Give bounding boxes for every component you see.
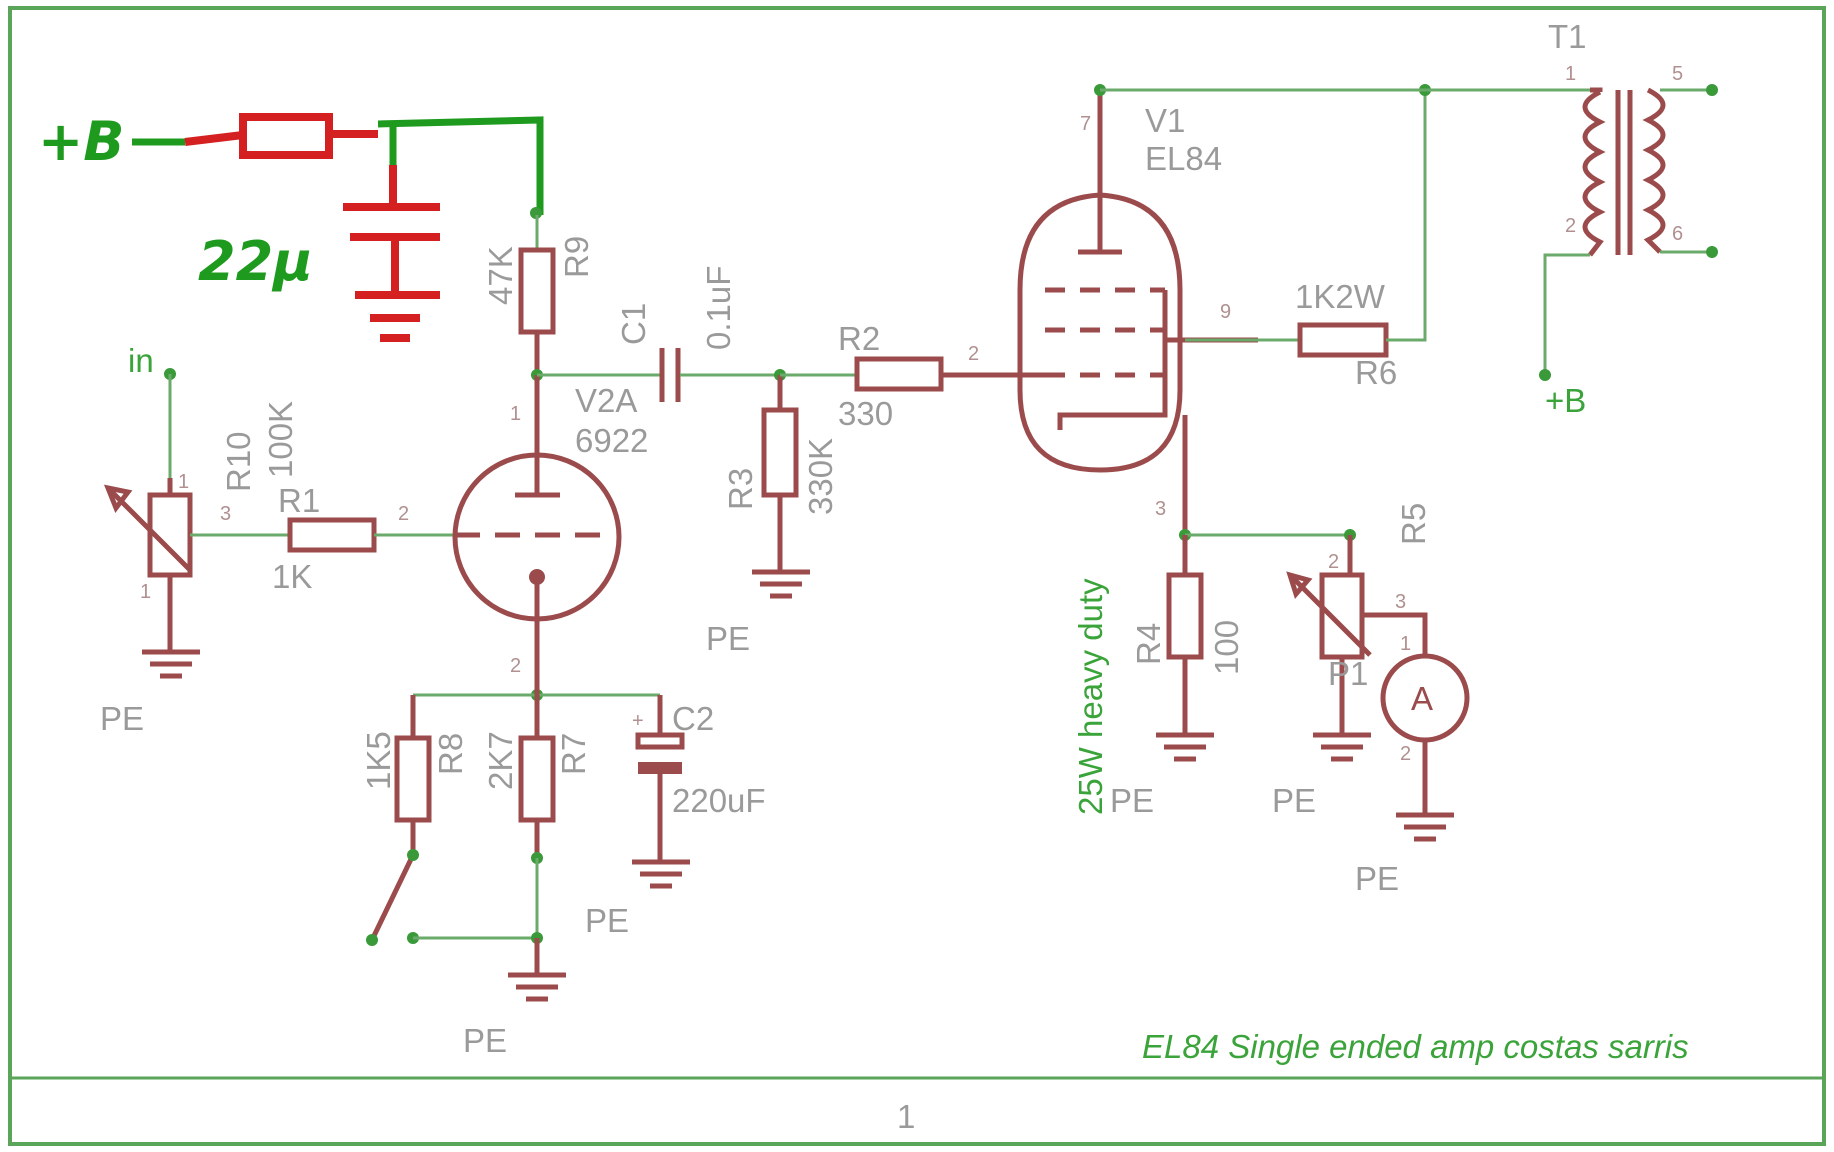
svg-text:5: 5 xyxy=(1672,63,1683,85)
handwritten-cap-value: 22μ xyxy=(198,230,313,293)
r9-resistor xyxy=(518,247,556,375)
r4-resistor xyxy=(1156,535,1214,762)
sheet-title: EL84 Single ended amp costas sarris xyxy=(1142,1028,1689,1065)
r1-resistor xyxy=(287,517,456,553)
r3-resistor xyxy=(752,375,810,599)
ground-label: PE xyxy=(1355,860,1399,897)
svg-text:1: 1 xyxy=(140,581,151,603)
r3-value: 330K xyxy=(802,438,839,515)
r10-name: R10 xyxy=(220,431,257,492)
svg-text:1: 1 xyxy=(510,403,521,425)
r8-value: 1K5 xyxy=(360,731,397,790)
ground-label: PE xyxy=(1110,782,1154,819)
svg-text:2: 2 xyxy=(398,503,409,525)
c1-value: 0.1uF xyxy=(700,266,737,350)
svg-text:2: 2 xyxy=(510,655,521,677)
svg-text:1: 1 xyxy=(178,471,189,493)
handwritten-capacitor xyxy=(343,203,440,342)
r1-value: 1K xyxy=(272,558,312,595)
v1-value: EL84 xyxy=(1145,140,1222,177)
svg-text:1: 1 xyxy=(1565,63,1576,85)
sheet-number: 1 xyxy=(897,1098,915,1135)
ground-label: PE xyxy=(1272,782,1316,819)
r8-resistor xyxy=(366,695,432,946)
ground-label: PE xyxy=(463,1022,507,1059)
v1-name: V1 xyxy=(1145,102,1185,139)
r10-value: 100K xyxy=(262,401,299,478)
ground-label: PE xyxy=(100,700,144,737)
r2-value: 330 xyxy=(838,395,893,432)
ground-label: PE xyxy=(706,620,750,657)
r6-name: R6 xyxy=(1355,354,1397,391)
r4-note: 25W heavy duty xyxy=(1072,578,1109,815)
svg-text:2: 2 xyxy=(1565,215,1576,237)
r4-name: R4 xyxy=(1130,623,1167,665)
r4-value: 100 xyxy=(1208,620,1245,675)
r6-resistor xyxy=(1185,90,1427,358)
svg-text:9: 9 xyxy=(1220,301,1231,323)
ground-symbol xyxy=(142,649,200,679)
handwritten-filter: +B 22μ xyxy=(38,110,544,342)
v2a-triode xyxy=(452,452,622,622)
c2-capacitor: + xyxy=(632,695,690,889)
ammeter: A xyxy=(1380,653,1470,842)
svg-text:2: 2 xyxy=(1400,743,1411,765)
c2-value: 220uF xyxy=(672,782,766,819)
r5-potentiometer xyxy=(1286,535,1428,762)
r8-name: R8 xyxy=(432,733,469,775)
v2a-name: V2A xyxy=(575,382,637,419)
svg-text:3: 3 xyxy=(220,503,231,525)
ground-label: PE xyxy=(585,902,629,939)
input-label: in xyxy=(128,342,154,379)
r1-name: R1 xyxy=(278,482,320,519)
r3-name: R3 xyxy=(722,468,759,510)
handwritten-bplus-label: +B xyxy=(38,110,124,173)
c1-name: C1 xyxy=(615,303,652,345)
handwritten-resistor xyxy=(239,113,333,159)
svg-text:2: 2 xyxy=(1328,551,1339,573)
r2-resistor xyxy=(854,356,1020,392)
sheet-frame xyxy=(8,6,1826,1146)
t1-transformer xyxy=(1543,87,1712,375)
c1-capacitor xyxy=(659,348,681,402)
v1-pentode xyxy=(1017,95,1258,473)
r7-value: 2K7 xyxy=(482,731,519,790)
svg-text:+: + xyxy=(632,710,644,732)
r7-name: R7 xyxy=(555,733,592,775)
svg-text:2: 2 xyxy=(968,343,979,365)
v2a-value: 6922 xyxy=(575,422,648,459)
r6-value: 1K2W xyxy=(1295,278,1386,315)
r10-potentiometer xyxy=(103,478,290,650)
svg-text:3: 3 xyxy=(1395,591,1406,613)
r9-value: 47K xyxy=(482,246,519,305)
r9-name: R9 xyxy=(558,236,595,278)
c2-name: C2 xyxy=(672,700,714,737)
ammeter-symbol: A xyxy=(1411,680,1433,717)
r2-name: R2 xyxy=(838,320,880,357)
r5-name: R5 xyxy=(1395,503,1432,545)
svg-text:3: 3 xyxy=(1155,498,1166,520)
svg-text:6: 6 xyxy=(1672,223,1683,245)
t1-name: T1 xyxy=(1548,18,1587,55)
svg-text:7: 7 xyxy=(1080,113,1091,135)
bplus-label: +B xyxy=(1545,382,1586,419)
r5-value: P1 xyxy=(1328,655,1368,692)
svg-text:1: 1 xyxy=(1400,633,1411,655)
